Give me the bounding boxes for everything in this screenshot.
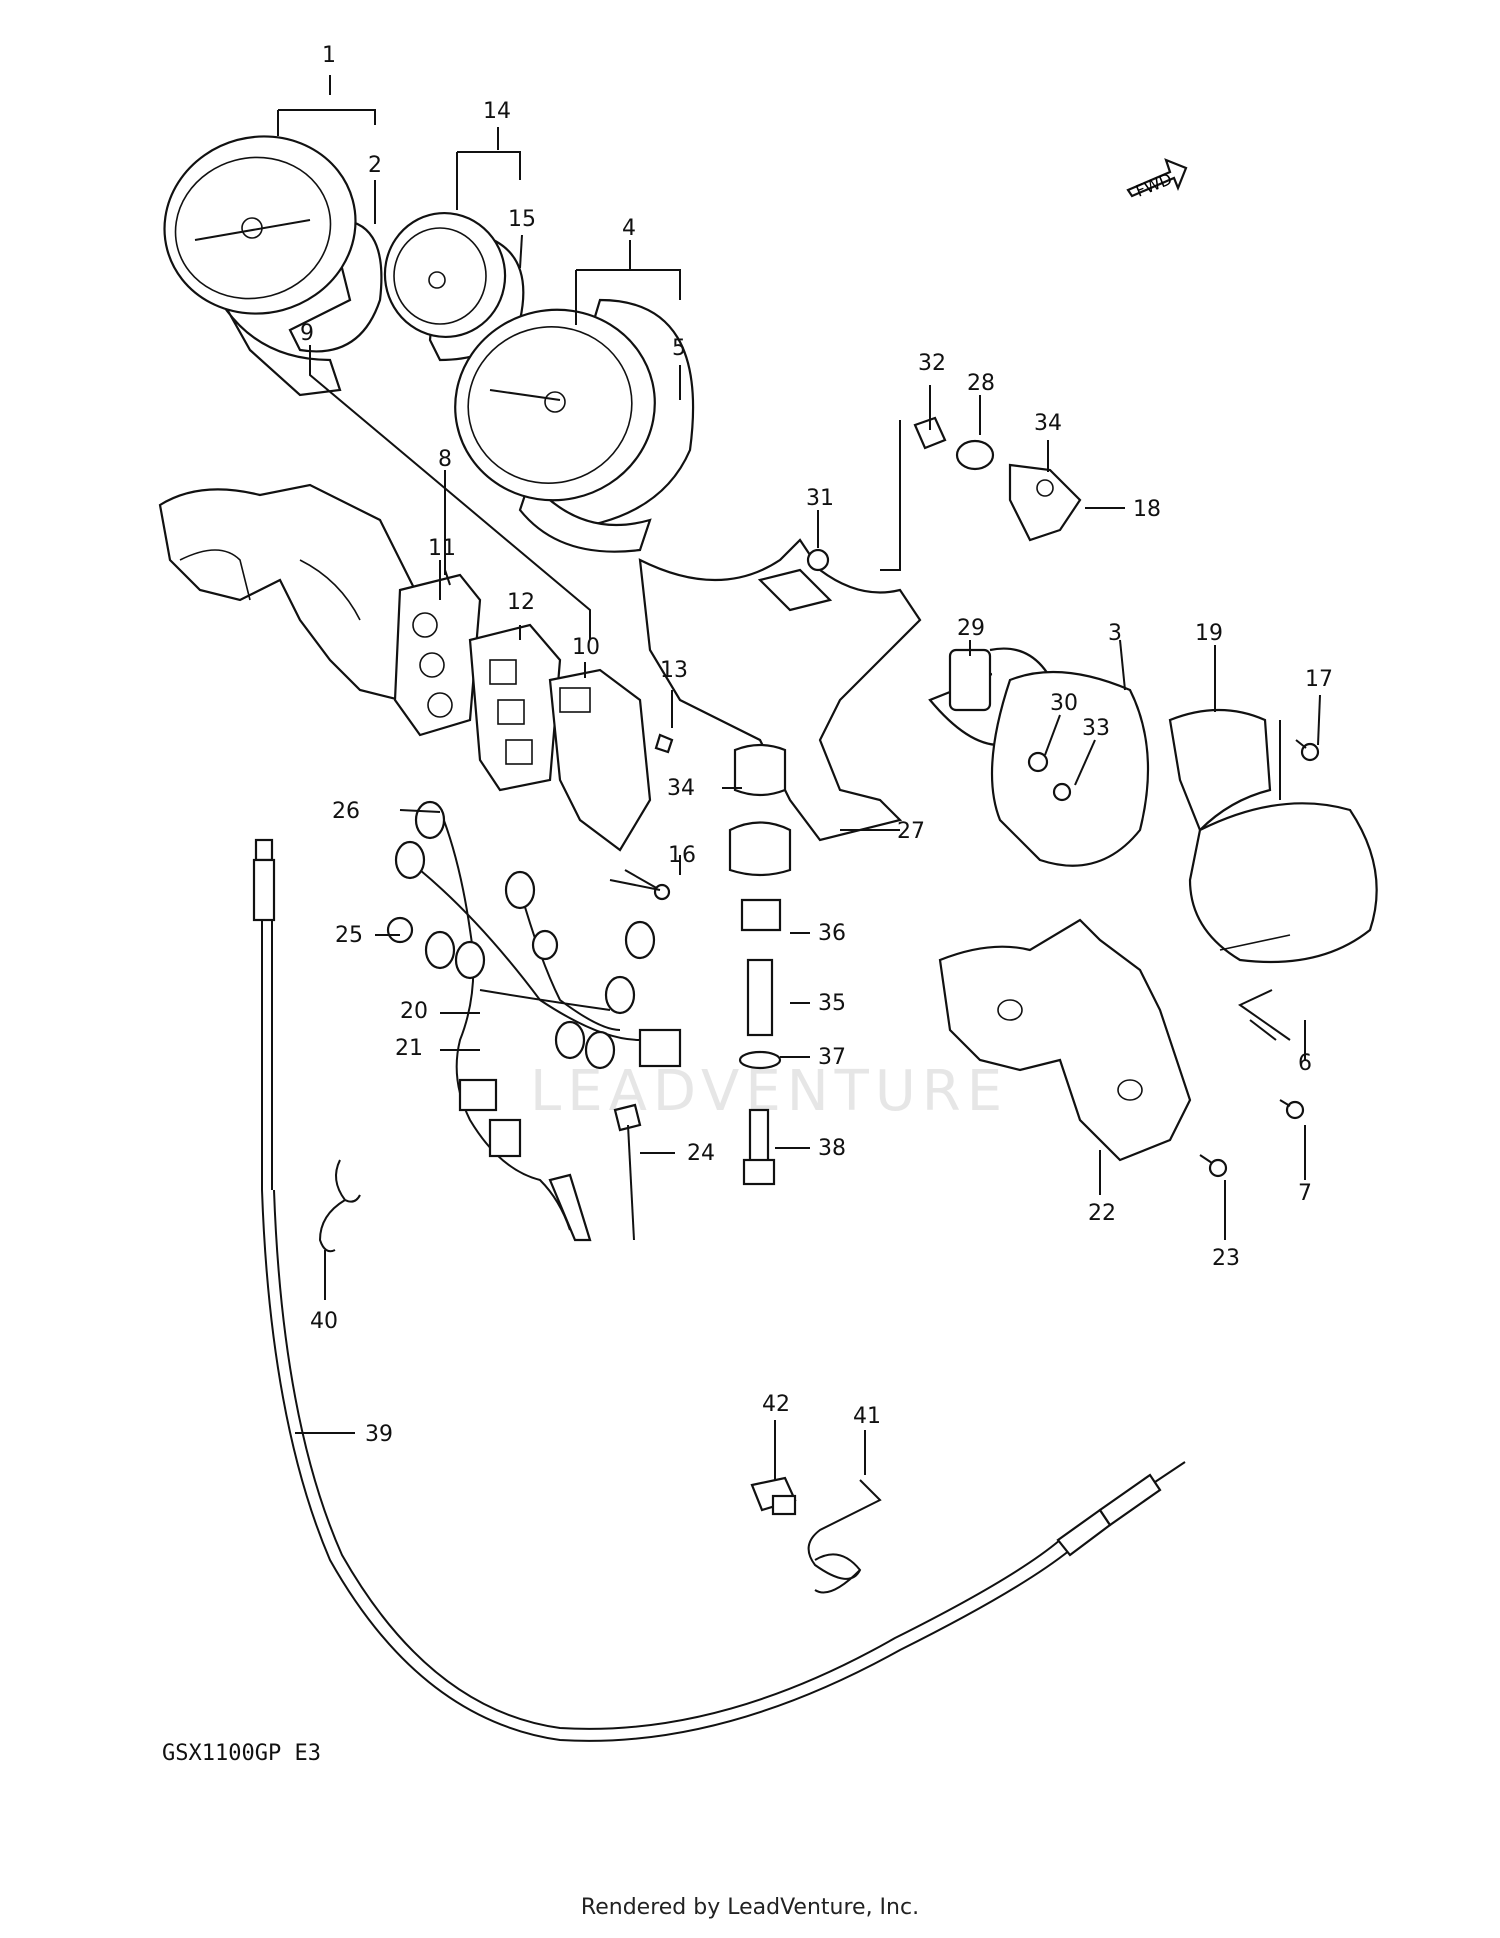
fwd-label: FWD	[1133, 169, 1175, 201]
leader-lines	[277, 75, 1321, 1480]
callout-40: 40	[310, 1309, 338, 1334]
callout-22: 22	[1088, 1201, 1116, 1226]
callout-12: 12	[507, 590, 535, 615]
callout-7: 7	[1298, 1181, 1312, 1206]
callout-3: 3	[1108, 621, 1122, 646]
callout-9: 9	[300, 321, 314, 346]
lower-bracket	[938, 918, 1192, 1162]
indicator-panel	[393, 573, 652, 852]
callout-21: 21	[395, 1036, 423, 1061]
callout-32: 32	[918, 351, 946, 376]
callout-28: 28	[967, 371, 995, 396]
fwd-arrow-icon: FWD	[1126, 158, 1188, 201]
lower-case	[158, 483, 435, 702]
callout-41: 41	[853, 1404, 881, 1429]
callout-39: 39	[365, 1422, 393, 1447]
callout-10: 10	[572, 635, 600, 660]
callout-1: 1	[322, 43, 336, 68]
callout-4: 4	[622, 216, 636, 241]
callout-2: 2	[368, 153, 382, 178]
speedometer-cable	[252, 838, 1186, 1742]
callout-20: 20	[400, 999, 428, 1024]
callout-19: 19	[1195, 621, 1223, 646]
callout-8: 8	[438, 447, 452, 472]
callout-35: 35	[818, 991, 846, 1016]
callout-labels: 1 2 3 4 5 6 7 8 9 10 11 12 13 14 15 16 1…	[300, 43, 1333, 1447]
hook-clip	[318, 1159, 361, 1253]
callout-30: 30	[1050, 691, 1078, 716]
callout-15: 15	[508, 207, 536, 232]
stem-hardware	[728, 743, 792, 1186]
callout-38: 38	[818, 1136, 846, 1161]
callout-34-top: 34	[1034, 411, 1062, 436]
callout-25: 25	[335, 923, 363, 948]
callout-16: 16	[668, 843, 696, 868]
callout-6: 6	[1298, 1051, 1312, 1076]
screws	[624, 733, 1320, 1178]
small-gauge	[383, 211, 525, 362]
small-hardware	[806, 416, 1082, 802]
callout-5: 5	[672, 336, 686, 361]
callout-26: 26	[332, 799, 360, 824]
callout-31: 31	[806, 486, 834, 511]
callout-33: 33	[1082, 716, 1110, 741]
callout-23: 23	[1212, 1246, 1240, 1271]
callout-11: 11	[428, 536, 456, 561]
callout-24: 24	[687, 1141, 715, 1166]
cable-clip	[613, 1103, 642, 1241]
callout-13: 13	[660, 658, 688, 683]
callout-36: 36	[818, 921, 846, 946]
callout-34-stem: 34	[667, 776, 695, 801]
bolt-and-clip	[750, 1476, 882, 1594]
callout-14: 14	[483, 99, 511, 124]
callout-17: 17	[1305, 667, 1333, 692]
callout-37: 37	[818, 1045, 846, 1070]
callout-27: 27	[897, 819, 925, 844]
callout-42: 42	[762, 1392, 790, 1417]
speedometer	[454, 298, 695, 553]
footer-credit: Rendered by LeadVenture, Inc.	[580, 1895, 920, 1920]
tachometer	[163, 135, 383, 397]
model-label: GSX1100GP E3	[162, 1741, 321, 1766]
meter-covers	[990, 670, 1378, 964]
callout-18: 18	[1133, 497, 1161, 522]
callout-29: 29	[957, 616, 985, 641]
wire-harness	[386, 800, 682, 1242]
